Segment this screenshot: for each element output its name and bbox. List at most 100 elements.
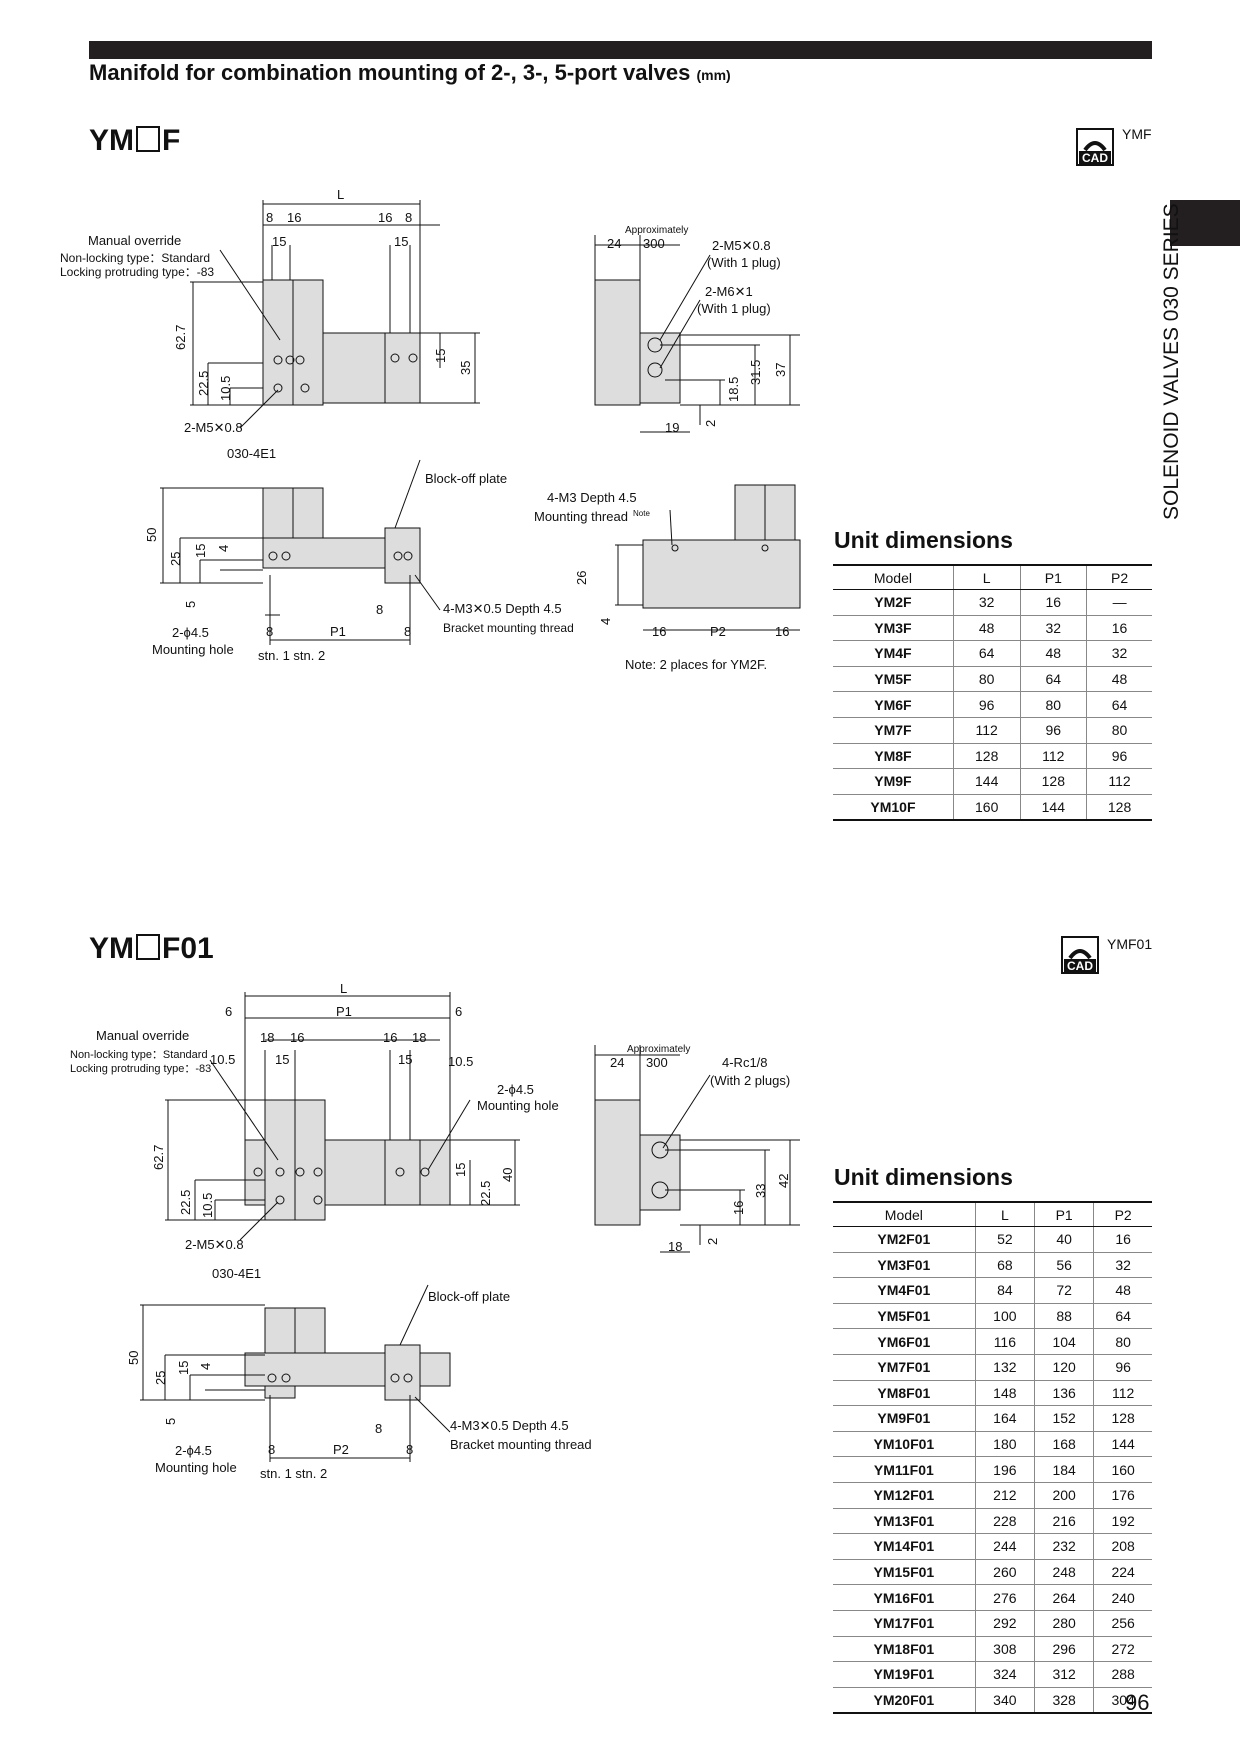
section2-cad-code: YMF01 (1107, 936, 1153, 952)
dimension-label: 8 (406, 1442, 413, 1457)
dimension-cell: 144 (1019, 794, 1087, 822)
model-cell: YM11F01 (833, 1456, 976, 1483)
dimension-cell: 48 (1086, 666, 1152, 693)
dimension-cell: 304 (1093, 1687, 1152, 1715)
model-cell: YM17F01 (833, 1610, 976, 1637)
model-cell: YM16F01 (833, 1584, 976, 1611)
dimension-cell: 32 (1093, 1252, 1152, 1279)
dimension-cell: 96 (1019, 717, 1087, 744)
dimension-label: 030-4E1 (227, 446, 276, 461)
cad-icon[interactable]: CAD (1061, 936, 1099, 974)
table-header-cell: L (952, 564, 1020, 590)
dimension-cell: 144 (1093, 1431, 1152, 1458)
dimension-cell: 128 (952, 743, 1020, 770)
table-header-cell: P2 (1093, 1201, 1152, 1227)
dimension-label: Manual override (96, 1028, 189, 1043)
dimension-cell: 312 (1033, 1661, 1094, 1688)
table-header-cell: Model (833, 1201, 976, 1227)
dimension-label: 2-ϕ4.5 (172, 625, 209, 640)
dimension-cell: 176 (1093, 1482, 1152, 1509)
dimension-label: 2 (703, 420, 718, 427)
dimension-label: L (337, 187, 344, 202)
dimension-label: 19 (665, 420, 679, 435)
dimension-cell: 96 (1093, 1354, 1152, 1381)
dimension-label: 8 (268, 1442, 275, 1457)
dimension-label: 2-M5✕0.8 (185, 1237, 244, 1252)
dimension-label: Mounting hole (155, 1460, 237, 1475)
section2-drawing: L 6 P1 6 18 16 16 18 Manual override Non… (70, 981, 800, 1481)
dimension-cell: 232 (1033, 1533, 1094, 1560)
dimension-label: 16 (378, 210, 392, 225)
dimension-label: (With 1 plug) (707, 255, 781, 270)
side-tab-text: SOLENOID VALVES 030 SERIES (1160, 203, 1183, 520)
dimension-label: 2-M5✕0.8 (712, 238, 771, 253)
dimension-label: 4-M3 Depth 4.5 (547, 490, 637, 505)
dimension-label: Approximately (625, 225, 688, 236)
dimension-label: 15 (394, 234, 408, 249)
model-cell: YM12F01 (833, 1482, 976, 1509)
dimension-label: 16 (775, 624, 789, 639)
dimension-cell: 32 (1086, 640, 1152, 667)
dimension-label: 300 (646, 1055, 668, 1070)
dimension-cell: 244 (974, 1533, 1035, 1560)
dimension-cell: 184 (1033, 1456, 1094, 1483)
dimension-label: 2-M6✕1 (705, 284, 753, 299)
dimension-label: 42 (776, 1174, 791, 1188)
dimension-cell: 32 (1019, 615, 1087, 642)
model-cell: YM9F (833, 768, 954, 795)
dimension-cell: 132 (974, 1354, 1035, 1381)
dimension-cell: 296 (1033, 1636, 1094, 1663)
dimension-cell: 152 (1033, 1405, 1094, 1432)
dimension-label: 5 (163, 1418, 178, 1425)
dimension-label: stn. 1 stn. 2 (260, 1466, 327, 1481)
dimension-label: stn. 1 stn. 2 (258, 648, 325, 663)
model-cell: YM19F01 (833, 1661, 976, 1688)
dimension-label: 25 (153, 1371, 168, 1385)
dimension-cell: 164 (974, 1405, 1035, 1432)
section1-title-prefix: YM (89, 124, 134, 157)
dimension-label: 24 (607, 236, 621, 251)
dimension-label: 4-M3✕0.5 Depth 4.5 (443, 601, 562, 616)
dimension-label: 4-Rc1/8 (722, 1055, 768, 1070)
dimension-label: 22.5 (478, 1181, 493, 1206)
dimension-label: 18 (668, 1239, 682, 1254)
model-cell: YM13F01 (833, 1508, 976, 1535)
dimension-cell: 328 (1033, 1687, 1094, 1715)
model-cell: YM2F01 (833, 1226, 976, 1253)
dimension-label: 8 (266, 210, 273, 225)
dimension-cell: 100 (974, 1303, 1035, 1330)
model-cell: YM5F01 (833, 1303, 976, 1330)
dimension-label: P2 (333, 1442, 349, 1457)
model-cell: YM9F01 (833, 1405, 976, 1432)
dimension-label: Locking protruding type：-83 (60, 265, 214, 279)
dimension-label: P1 (330, 624, 346, 639)
dimension-label: 8 (376, 602, 383, 617)
dimension-label: Note: 2 places for YM2F. (625, 657, 767, 672)
dimension-cell: 116 (974, 1328, 1035, 1355)
dimension-cell: 212 (974, 1482, 1035, 1509)
dimension-label: 10.5 (210, 1052, 235, 1067)
table-header-cell: P2 (1086, 564, 1152, 590)
dimension-label: 4-M3✕0.5 Depth 4.5 (450, 1418, 569, 1433)
dimension-label: 15 (193, 544, 208, 558)
dimension-cell: 16 (1086, 615, 1152, 642)
model-cell: YM18F01 (833, 1636, 976, 1663)
dimension-label: 15 (398, 1052, 412, 1067)
model-placeholder-box (136, 934, 160, 960)
dimension-cell: 196 (974, 1456, 1035, 1483)
model-cell: YM6F01 (833, 1328, 976, 1355)
dimension-cell: 228 (974, 1508, 1035, 1535)
dimension-cell: 64 (1093, 1303, 1152, 1330)
cad-icon[interactable]: CAD (1076, 128, 1114, 166)
dimension-cell: 120 (1033, 1354, 1094, 1381)
